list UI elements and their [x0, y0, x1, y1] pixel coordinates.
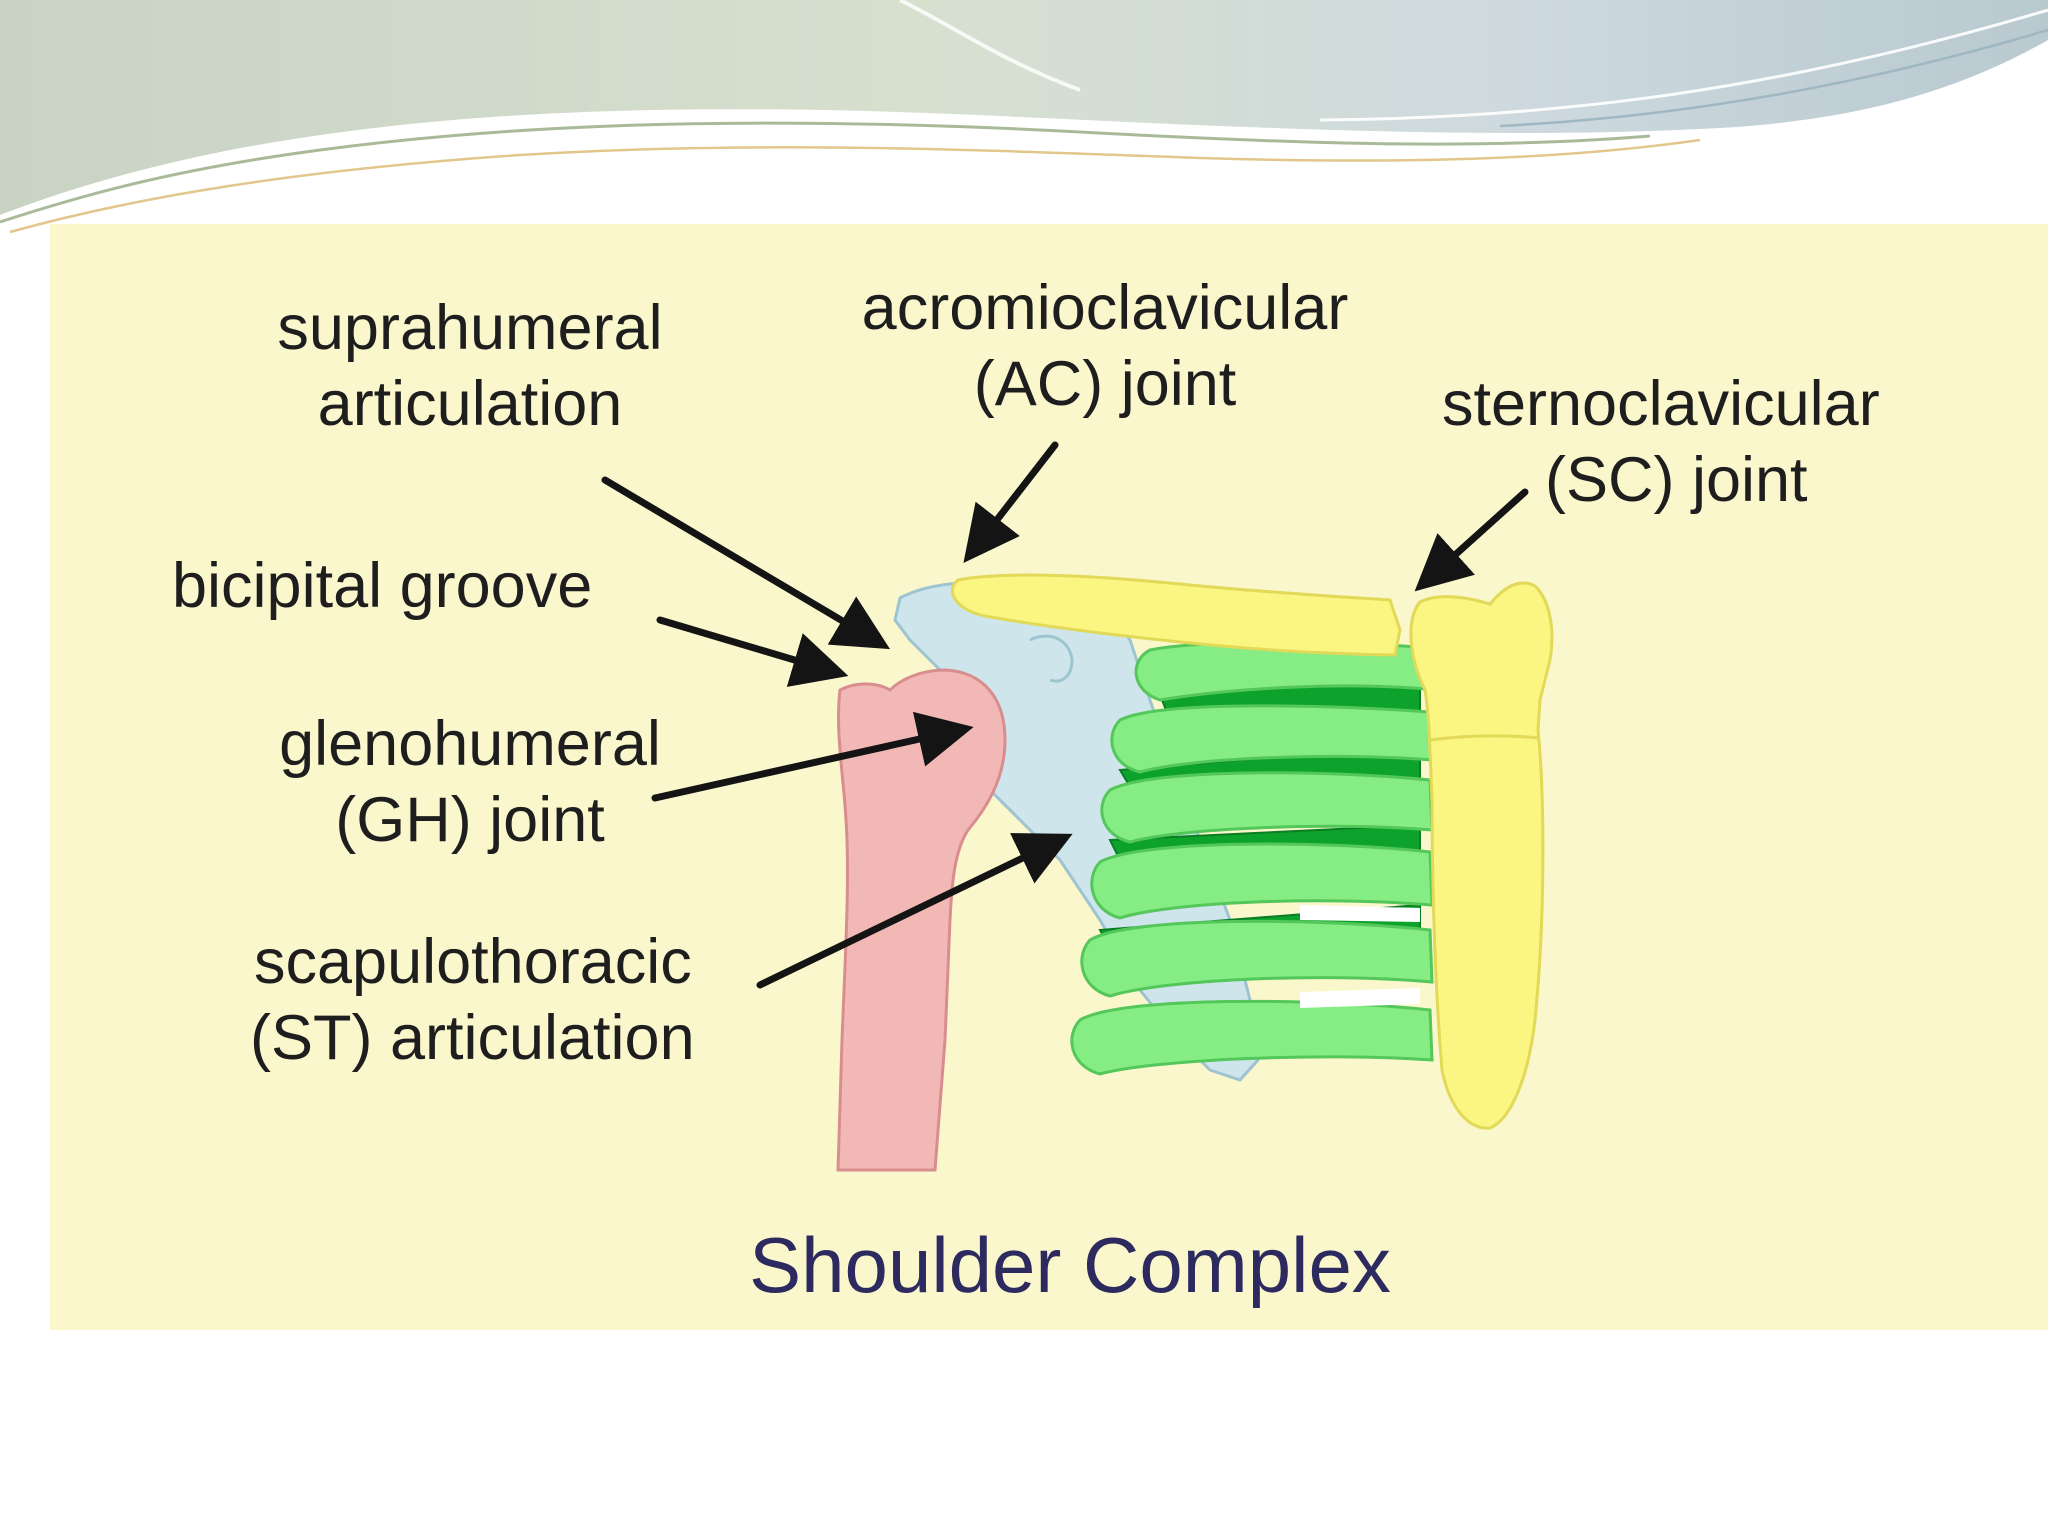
sternum-shape	[1409, 581, 1554, 1130]
sternum-manubrium-line	[1429, 734, 1541, 742]
scapula-coracoid-detail	[1029, 634, 1074, 683]
decorative-wave-banner	[0, 0, 2048, 234]
label-sternoclavicular-line1: sternoclavicular	[1442, 369, 1880, 439]
diagram-caption: Shoulder Complex	[749, 1221, 1391, 1309]
label-acromioclavicular-line1: acromioclavicular	[861, 273, 1349, 343]
label-acromioclavicular-joint: acromioclavicular (AC) joint	[810, 270, 1400, 422]
rib-cage	[1070, 640, 1437, 1076]
suprahumeral-arrow	[601, 476, 891, 650]
sternoclavicular-arrow	[1414, 488, 1529, 592]
label-sternoclavicular-line2: (SC) joint	[1545, 445, 1808, 515]
label-glenohumeral-line1: glenohumeral	[279, 709, 661, 779]
label-bicipital-groove: bicipital groove	[172, 548, 672, 624]
humerus-shape	[836, 668, 1007, 1172]
rib-6	[1070, 999, 1434, 1076]
glenohumeral-arrow	[651, 711, 974, 802]
label-glenohumeral-line2: (GH) joint	[335, 785, 605, 855]
label-suprahumeral-line1: suprahumeral	[277, 293, 663, 363]
clavicle-shape	[951, 573, 1402, 657]
rib-5	[1080, 919, 1434, 998]
label-scapulothoracic-articulation: scapulothoracic (ST) articulation	[250, 924, 770, 1076]
label-glenohumeral-joint: glenohumeral (GH) joint	[250, 706, 690, 858]
scapulothoracic-arrow	[756, 833, 1073, 989]
label-scapulothoracic-line1: scapulothoracic	[254, 927, 692, 997]
label-sternoclavicular-joint: sternoclavicular (SC) joint	[1442, 366, 1962, 518]
bicipital-groove-arrow	[656, 616, 849, 687]
rib-gaps	[1300, 905, 1420, 1008]
rib-3	[1100, 771, 1434, 844]
label-bicipital-line1: bicipital groove	[172, 551, 593, 621]
label-scapulothoracic-line2: (ST) articulation	[250, 1003, 695, 1073]
pointer-arrows	[601, 441, 1529, 989]
rib-2	[1110, 704, 1434, 774]
label-suprahumeral-line2: articulation	[317, 369, 623, 439]
label-suprahumeral-articulation: suprahumeral articulation	[250, 290, 690, 442]
label-acromioclavicular-line2: (AC) joint	[973, 349, 1237, 419]
rib-4	[1090, 842, 1434, 920]
acromioclavicular-arrow	[963, 441, 1059, 564]
